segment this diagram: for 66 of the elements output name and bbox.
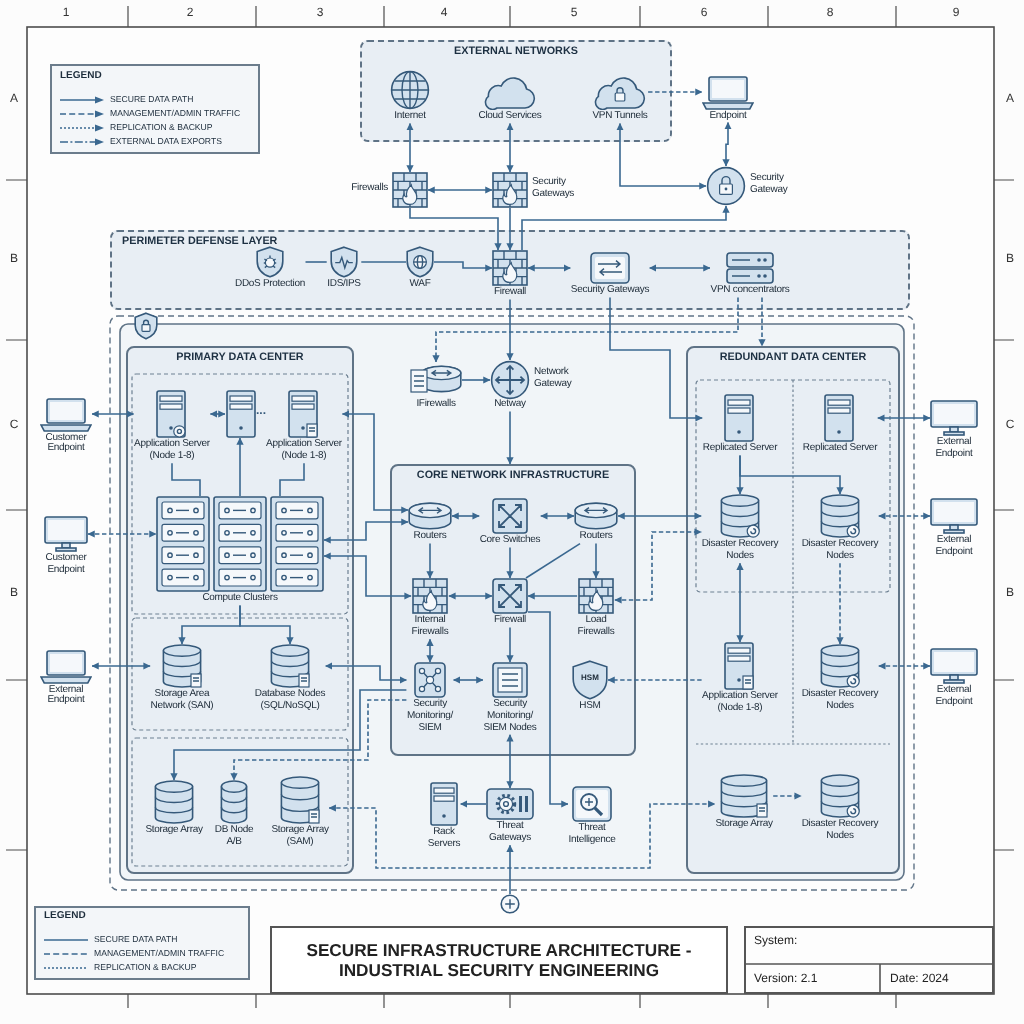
connector-arrow	[527, 611, 569, 808]
connector-arrow	[236, 437, 244, 497]
connector-arrow	[406, 122, 414, 173]
connector-arrow	[433, 261, 493, 272]
connector-arrow	[506, 546, 514, 579]
connector-arrow	[461, 376, 491, 384]
connector-arrow	[878, 662, 931, 670]
connector-arrow	[91, 410, 135, 418]
connector-arrow	[506, 298, 514, 361]
connector-arrow	[506, 207, 514, 251]
connector-arrow	[87, 530, 157, 538]
connector-arrow	[739, 454, 844, 495]
connector-arrow	[607, 676, 703, 684]
connector-arrow	[506, 626, 514, 663]
connector-arrow	[451, 512, 480, 520]
connector-line	[304, 261, 328, 263]
connector-arrow	[527, 592, 578, 600]
connector-arrow	[836, 562, 844, 645]
connector-arrow	[527, 264, 572, 272]
connector-line	[279, 462, 305, 497]
zone-panel	[360, 40, 672, 142]
connector-arrow	[91, 662, 151, 670]
connector-arrow	[772, 792, 802, 800]
connector-arrow	[736, 562, 744, 643]
connector-arrow	[521, 205, 730, 251]
zone-panel	[686, 346, 900, 874]
connector-arrow	[323, 552, 412, 600]
connector-arrow	[614, 528, 702, 604]
connector-arrow	[323, 518, 409, 544]
connector-arrow	[648, 264, 711, 272]
connector-arrow	[448, 592, 493, 600]
connector-arrow	[878, 512, 931, 520]
connector-arrow	[328, 800, 716, 869]
connector-arrow	[758, 296, 766, 347]
connector-arrow	[592, 542, 600, 579]
connector-arrow	[324, 662, 408, 684]
connector-arrow	[427, 186, 493, 194]
zone-panel	[126, 346, 354, 874]
connector-arrow	[239, 604, 294, 645]
connector-arrow	[506, 410, 514, 465]
connector-arrow	[609, 296, 703, 422]
connector-arrow	[877, 414, 931, 422]
connector-line	[360, 261, 407, 263]
diagram-title: SECURE INFRASTRUCTURE ARCHITECTURE - INDUSTRIAL SECURITY ENGINEERING	[304, 939, 694, 981]
connector-arrow	[506, 844, 514, 895]
connector-arrow	[341, 410, 409, 514]
connector-arrow	[506, 734, 514, 789]
connector-line	[171, 462, 201, 497]
connector-arrow	[209, 410, 226, 418]
zone-panel	[390, 464, 636, 756]
connector-arrow	[617, 512, 702, 520]
connector-arrow	[409, 207, 502, 251]
connector-arrow	[540, 512, 575, 520]
connector-arrow	[170, 689, 408, 781]
connector-arrow	[722, 121, 732, 167]
connector-arrow	[452, 676, 484, 684]
connector-arrow	[230, 699, 408, 781]
connector-arrow	[459, 800, 487, 808]
zone-panel	[110, 230, 910, 310]
connector-arrow	[432, 296, 739, 363]
connector-arrow	[426, 638, 434, 663]
connector-arrow	[506, 122, 514, 173]
connector-arrow	[426, 542, 434, 579]
connector-arrow	[647, 88, 703, 96]
connector-line	[525, 542, 581, 579]
connector-arrow	[616, 122, 707, 190]
